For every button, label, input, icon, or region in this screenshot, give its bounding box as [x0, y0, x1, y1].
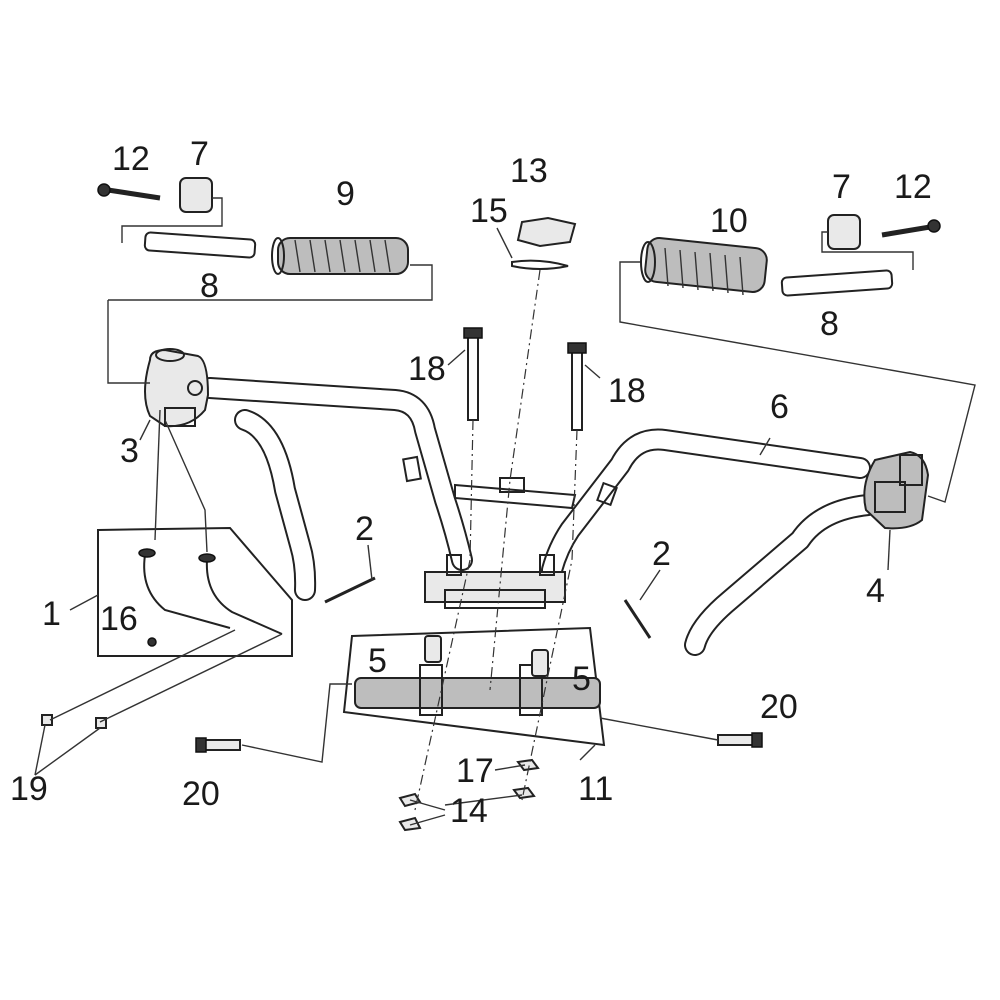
left-switch-housing: [144, 348, 210, 428]
callout-7-right: 7: [832, 168, 851, 206]
callout-18-left: 18: [408, 350, 446, 388]
callout-17: 17: [456, 752, 494, 790]
callout-20-left: 20: [182, 775, 220, 813]
callout-12-right: 12: [894, 168, 932, 206]
callout-2-right: 2: [652, 535, 671, 573]
callout-16: 16: [100, 600, 138, 638]
bushings: [424, 635, 549, 677]
right-switch-housing: [863, 450, 930, 530]
callout-4: 4: [866, 572, 885, 610]
callout-15: 15: [470, 192, 508, 230]
handlebar-clamp: [424, 554, 566, 609]
callout-13: 13: [510, 152, 548, 190]
bar-end-bolts: [97, 183, 941, 238]
callout-20-right: 20: [760, 688, 798, 726]
callout-7-left: 7: [190, 135, 209, 173]
callout-11: 11: [578, 770, 613, 808]
callout-6: 6: [770, 388, 789, 426]
callout-14: 14: [450, 792, 488, 830]
nut-and-washer: [511, 216, 577, 270]
pins: [324, 576, 652, 639]
brake-line-left: [234, 409, 317, 601]
callout-1: 1: [42, 595, 61, 633]
callout-9: 9: [336, 175, 355, 213]
handlebar: [199, 377, 871, 581]
callout-8-right: 8: [820, 305, 839, 343]
small-fasteners: [41, 714, 763, 832]
callout-12-left: 12: [112, 140, 150, 178]
callout-18-right: 18: [608, 372, 646, 410]
callout-leaders: [34, 227, 891, 826]
riser-assembly: [342, 626, 606, 747]
bar-end-weights: [179, 177, 861, 250]
lever-assembly-box: [97, 526, 293, 657]
callout-8-left: 8: [200, 267, 219, 305]
grip-right: [640, 237, 768, 296]
callout-5-left: 5: [368, 642, 387, 680]
grip-left: [271, 237, 409, 275]
callout-labels: 1 2 2 3 4 5 5 6 7 7 8 8 9 10 11 12 12 13…: [10, 135, 932, 830]
assembly-lines: [49, 197, 976, 811]
clamp-bolts: [463, 327, 587, 431]
callout-5-right: 5: [572, 660, 591, 698]
callout-2-left: 2: [355, 510, 374, 548]
brake-line-right: [684, 494, 879, 656]
callout-19: 19: [10, 770, 48, 808]
callout-3: 3: [120, 432, 139, 470]
callout-10: 10: [710, 202, 748, 240]
bar-end-tubes: [143, 231, 894, 297]
